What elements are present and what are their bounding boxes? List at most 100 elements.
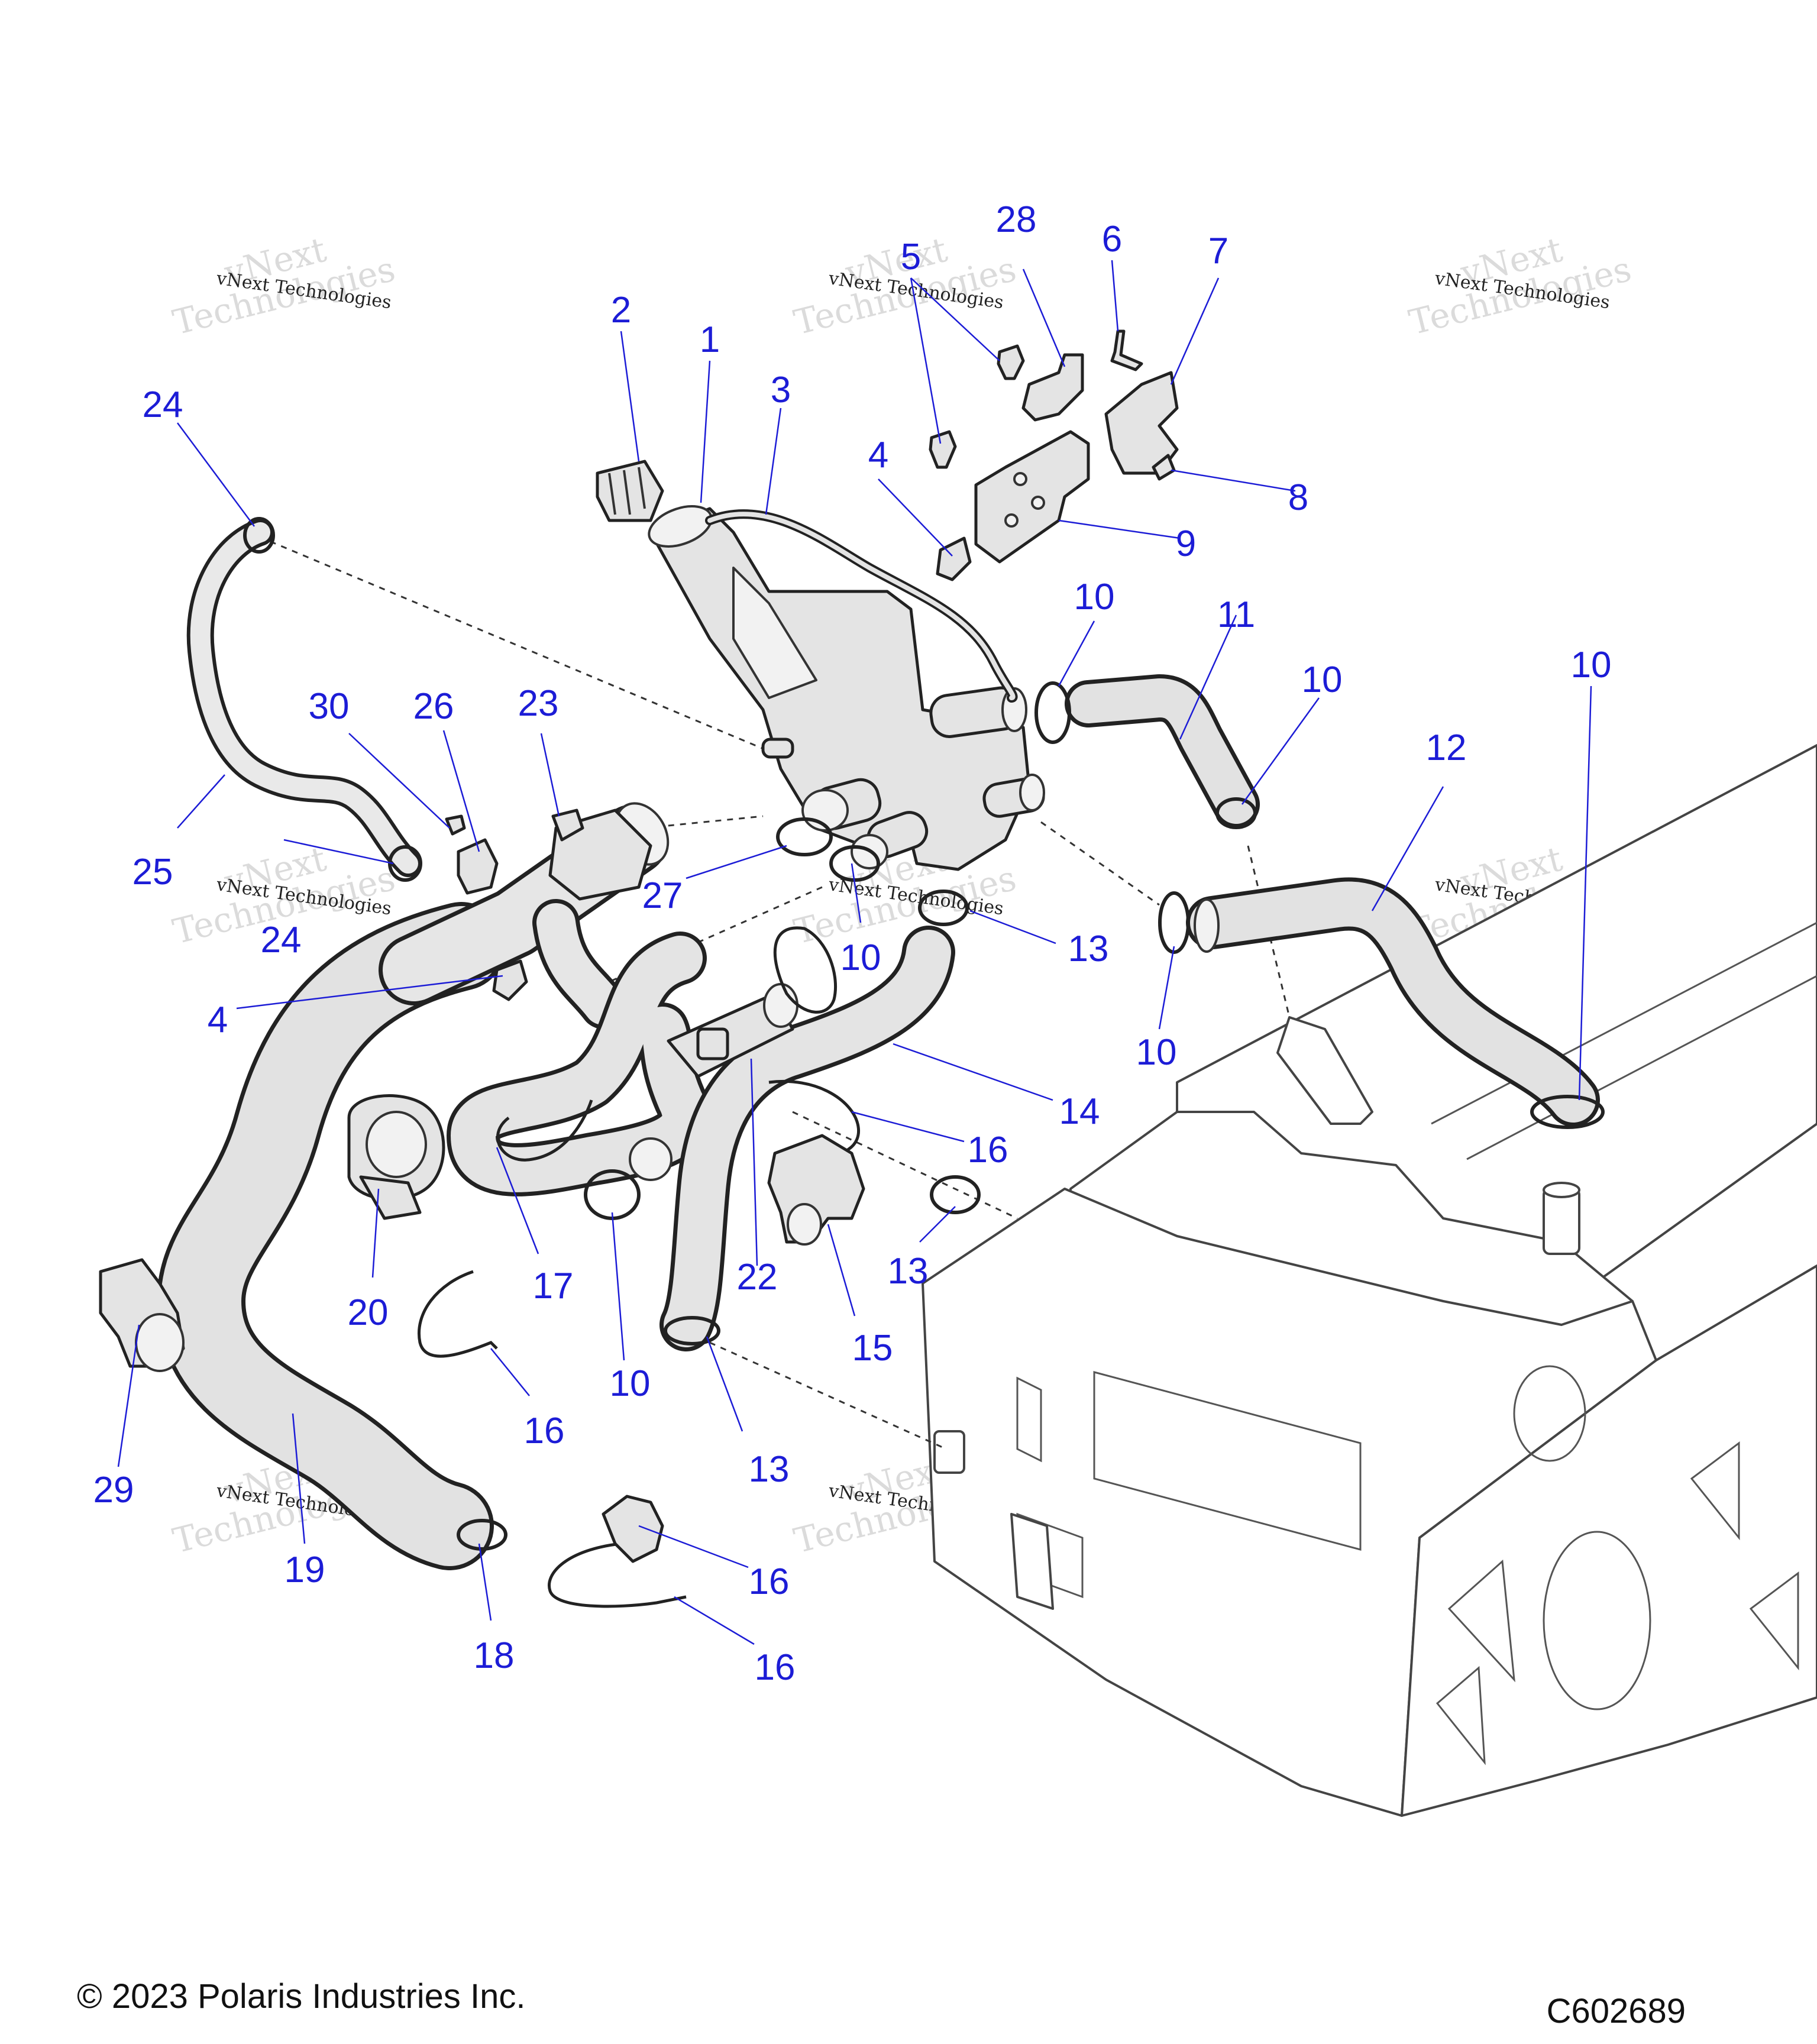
callout-label: 17 — [533, 1266, 574, 1306]
leader-line-5b — [910, 277, 942, 444]
callout-label: 4 — [208, 1000, 228, 1040]
tunnel-hose-inner — [1190, 881, 1596, 1123]
callout-label: 20 — [348, 1292, 389, 1333]
bulkhead-cutout — [1093, 1371, 1362, 1551]
figure-id: C602689 — [1547, 1992, 1686, 2030]
callout-label: 15 — [852, 1328, 893, 1369]
leader-line-16c — [674, 1596, 755, 1645]
upper-hose-inner — [1069, 678, 1256, 824]
leader-line-10f — [611, 1212, 625, 1361]
mount-bracket — [1104, 371, 1179, 475]
leader-line-10c — [1578, 685, 1592, 1101]
small-bracket — [1021, 353, 1084, 422]
cable-tie — [548, 1542, 687, 1608]
leader-line-10a — [1058, 620, 1095, 687]
filler-cap-grip — [608, 467, 646, 515]
leader-line-2 — [620, 331, 640, 462]
grommet-hole — [366, 1111, 427, 1178]
callout-label: 1 — [700, 319, 720, 360]
callout-label: 19 — [284, 1550, 325, 1590]
bulkhead-cutout — [1016, 1376, 1042, 1463]
copyright-text: © 2023 Polaris Industries Inc. — [77, 1977, 525, 2016]
side-plate-gusset — [1436, 1665, 1486, 1765]
clip-nut — [936, 536, 972, 581]
callout-label: 8 — [1288, 477, 1308, 518]
leader-line-17 — [496, 1147, 539, 1254]
leader-line-15 — [827, 1224, 856, 1317]
leader-line-16b — [490, 1348, 530, 1396]
coolant-bottle-assembly — [648, 505, 1045, 871]
callout-label: 10 — [1302, 659, 1343, 700]
callout-label: 27 — [642, 875, 683, 916]
callout-label: 23 — [518, 683, 559, 724]
callout-label: 18 — [474, 1635, 515, 1676]
fastener-push-pin — [997, 344, 1025, 380]
callout-label: 10 — [1074, 577, 1115, 617]
elbow-coupler-end — [135, 1313, 185, 1372]
tunnel-outlet — [1276, 1016, 1373, 1125]
leader-line-22 — [750, 1058, 758, 1266]
leader-line-5a — [910, 277, 1000, 361]
callout-label: 24 — [143, 384, 183, 425]
y-fitting-end — [787, 1203, 822, 1246]
leader-line-24a — [176, 422, 256, 527]
callout-label: 5 — [901, 237, 921, 277]
leader-line-10e — [851, 863, 862, 923]
assembly-line — [1040, 821, 1160, 906]
leader-line-27 — [686, 845, 787, 879]
bottle-overflow-nipple — [761, 738, 794, 759]
hose-clamp — [776, 817, 833, 856]
tee-connector — [602, 1495, 664, 1563]
assembly-line — [644, 815, 764, 829]
thermostat-drop-inner — [536, 903, 623, 1025]
leader-line-28 — [1022, 269, 1066, 367]
side-plate-hole — [1513, 1365, 1586, 1462]
leader-line-10d — [1158, 946, 1175, 1030]
leader-line-21 — [638, 1525, 749, 1568]
cable-tie — [496, 1099, 593, 1162]
return-hose-inner — [664, 930, 951, 1347]
callout-label: 13 — [888, 1251, 929, 1292]
tee-fitting-end — [763, 983, 798, 1028]
callout-label: 13 — [1068, 929, 1109, 969]
vent-hose-inner — [190, 522, 418, 874]
leader-line-25 — [177, 774, 225, 829]
callout-label: 26 — [413, 686, 454, 727]
side-plate-gusset — [1690, 1441, 1740, 1541]
cable-ties — [418, 926, 860, 1608]
leader-line-13a — [969, 910, 1056, 945]
hose-clamp — [457, 1519, 507, 1551]
hose-clamp — [1215, 797, 1257, 829]
clip-nut — [492, 959, 528, 1001]
callout-label: 29 — [93, 1470, 134, 1511]
leader-line-29 — [117, 1324, 140, 1467]
callout-label: 10 — [1571, 645, 1612, 685]
callout-label: 12 — [1426, 727, 1467, 768]
main-hose-inner — [161, 906, 502, 1566]
leader-line-10b — [1241, 697, 1320, 805]
leader-line-13c — [706, 1336, 743, 1432]
side-plate-gusset — [1749, 1571, 1799, 1671]
side-plate — [1401, 1264, 1817, 1817]
callout-label: 16 — [755, 1647, 796, 1688]
callout-label: 10 — [1136, 1032, 1177, 1073]
leader-line-26 — [442, 730, 480, 852]
bracket-hole — [1013, 472, 1027, 486]
side-plate-hole — [1543, 1531, 1651, 1710]
fastener-push-pin — [929, 430, 957, 469]
leader-line-1 — [700, 360, 711, 503]
leader-line-23 — [540, 733, 560, 817]
leader-line-18 — [478, 1543, 492, 1621]
tunnel-rail — [1431, 921, 1817, 1125]
grommet-lower — [359, 1175, 422, 1220]
bracket-hole — [1031, 496, 1045, 510]
callout-label: 22 — [737, 1257, 778, 1298]
callout-label: 30 — [309, 686, 350, 727]
assembly-line — [709, 1341, 947, 1450]
hose-clamp — [930, 1175, 981, 1214]
mounting-brackets — [929, 329, 1179, 581]
tee-fitting-stub — [696, 1027, 729, 1060]
leader-line-7 — [1170, 277, 1220, 385]
leader-line-9 — [1058, 519, 1181, 539]
